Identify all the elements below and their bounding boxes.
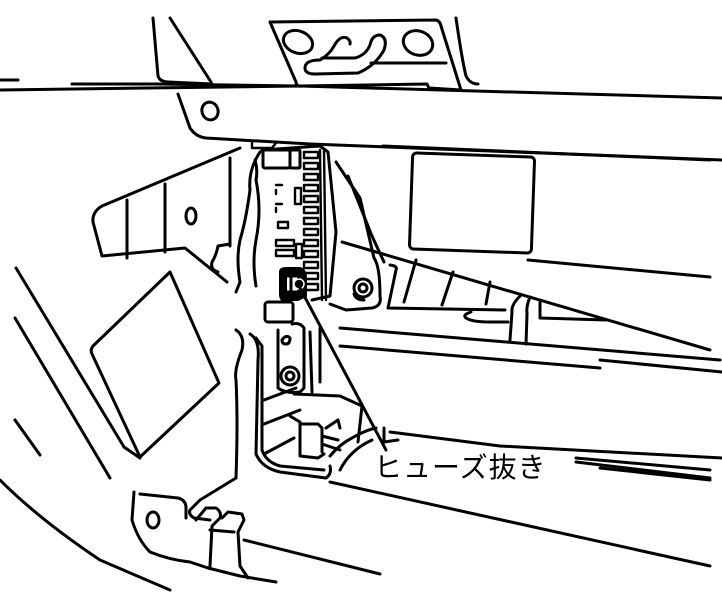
floor-sill (130, 476, 712, 584)
left-bracket (0, 146, 242, 592)
fuse-puller-label: ヒューズ抜き (374, 451, 547, 484)
connector-harness (288, 392, 722, 482)
fuse-box (234, 144, 386, 312)
fuse-slots (274, 148, 328, 302)
lower-bracket (234, 322, 332, 480)
upper-trim-panel (0, 16, 722, 162)
right-side-panel (338, 144, 722, 374)
fuse-puller (263, 267, 307, 324)
callout-leader (298, 286, 388, 452)
